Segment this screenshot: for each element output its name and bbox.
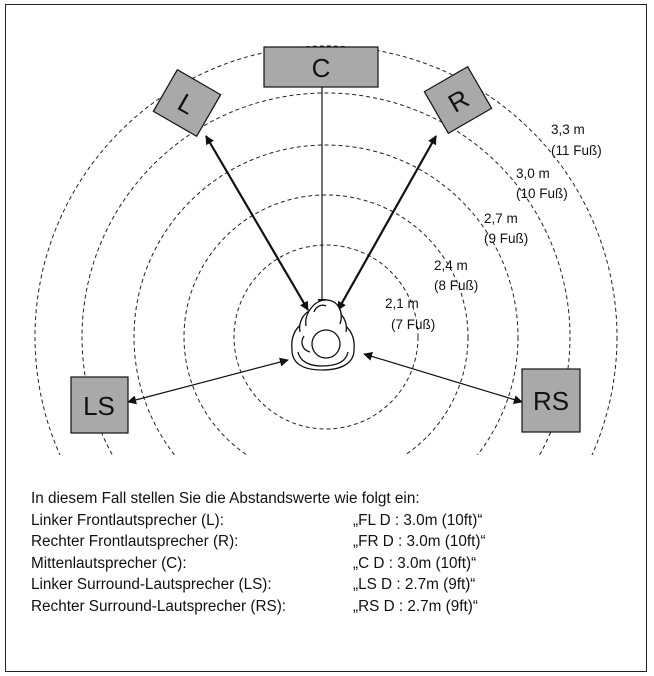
distance-label-27: 2,7 m (9 Fuß) xyxy=(484,211,528,246)
speaker-left-surround-label: LS xyxy=(83,391,115,421)
info-row-surround-left: Linker Surround-Lautsprecher (LS): „LS D… xyxy=(31,574,631,596)
distance-arc-1 xyxy=(34,45,618,455)
info-row-value: „LS D : 2.7m (9ft)“ xyxy=(353,576,476,594)
info-row-surround-right: Rechter Surround-Lautsprecher (RS): „RS … xyxy=(31,596,631,618)
info-row-center: Mittenlautsprecher (C): „C D : 3.0m (10f… xyxy=(31,553,631,575)
speaker-left-surround: LS xyxy=(70,376,129,434)
info-row-name: Rechter Surround-Lautsprecher (RS): xyxy=(31,597,287,615)
info-row-front-right: Rechter Frontlautsprecher (R): „FR D : 3… xyxy=(31,531,631,553)
distance-settings-text: In diesem Fall stellen Sie die Abstandsw… xyxy=(31,488,631,618)
info-row-value: „C D : 3.0m (10ft)“ xyxy=(353,554,477,572)
speaker-placement-diagram: C L R LS RS 3,3 m (11 Fuß) 3,0 m (10 Fuß… xyxy=(34,45,618,455)
speaker-center-label: C xyxy=(312,53,331,83)
distance-arc-2 xyxy=(81,92,571,455)
speaker-right-surround: RS xyxy=(521,368,581,433)
distance-label-21: 2,1 m (7 Fuß) xyxy=(385,296,435,332)
arrow-right xyxy=(337,135,437,311)
info-row-name: Linker Surround-Lautsprecher (LS): xyxy=(31,576,272,594)
speaker-right: R xyxy=(423,65,493,135)
svg-text:2,4 m: 2,4 m xyxy=(434,258,468,273)
svg-text:(7 Fuß): (7 Fuß) xyxy=(391,317,435,332)
speaker-left: L xyxy=(152,68,222,138)
distance-label-30: 3,0 m (10 Fuß) xyxy=(516,166,568,201)
info-row-value: „FL D : 3.0m (10ft)“ xyxy=(353,511,483,529)
info-row-value: „RS D : 2.7m (9ft)“ xyxy=(353,597,478,615)
diagram-frame xyxy=(5,4,647,672)
info-row-name: Linker Frontlautsprecher (L): xyxy=(31,511,224,529)
svg-text:3,0 m: 3,0 m xyxy=(516,166,550,181)
svg-text:(11 Fuß): (11 Fuß) xyxy=(551,143,602,158)
info-row-name: Mittenlautsprecher (C): xyxy=(31,554,187,572)
svg-text:2,1 m: 2,1 m xyxy=(385,296,419,311)
svg-text:(8 Fuß): (8 Fuß) xyxy=(434,278,478,293)
svg-text:2,7 m: 2,7 m xyxy=(484,211,518,226)
distance-label-33: 3,3 m (11 Fuß) xyxy=(551,122,602,158)
speaker-center: C xyxy=(263,46,379,88)
arrow-right-surround xyxy=(363,352,523,404)
info-row-front-left: Linker Frontlautsprecher (L): „FL D : 3.… xyxy=(31,510,631,532)
speaker-right-surround-label: RS xyxy=(533,386,569,416)
arrow-left-surround xyxy=(127,357,289,405)
listener-icon xyxy=(291,299,355,371)
svg-text:3,3 m: 3,3 m xyxy=(551,122,585,137)
info-row-value: „FR D : 3.0m (10ft)“ xyxy=(353,533,486,551)
distance-arc-5 xyxy=(233,244,419,430)
arrow-left xyxy=(205,135,309,311)
info-row-name: Rechter Frontlautsprecher (R): xyxy=(31,533,239,551)
distance-label-24: 2,4 m (8 Fuß) xyxy=(434,258,478,293)
info-intro: In diesem Fall stellen Sie die Abstandsw… xyxy=(31,490,420,507)
svg-text:(9 Fuß): (9 Fuß) xyxy=(484,231,528,246)
svg-text:(10 Fuß): (10 Fuß) xyxy=(516,186,568,201)
